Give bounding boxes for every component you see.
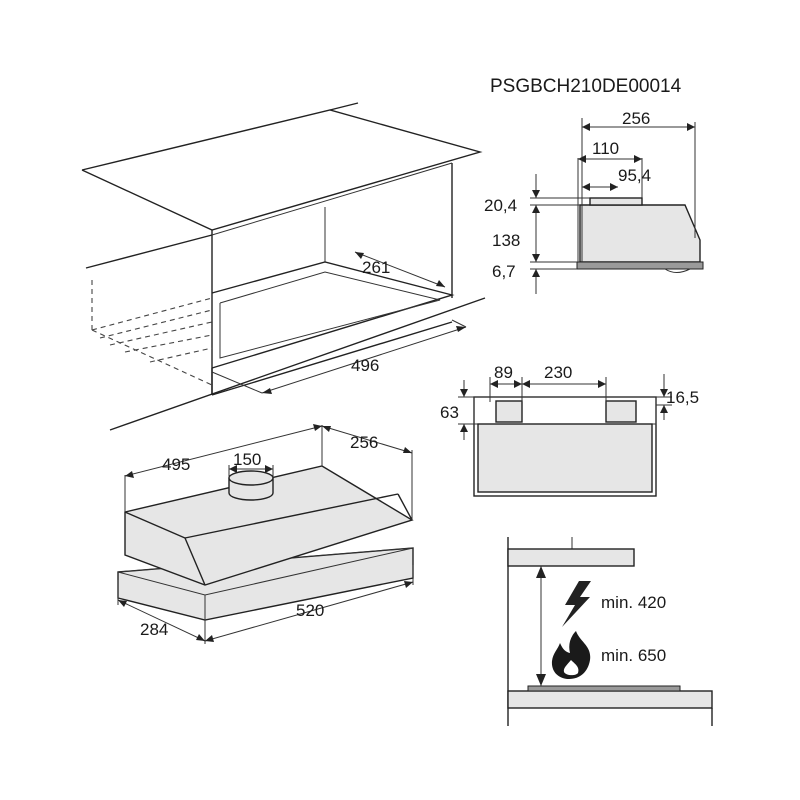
hood-panel-depth-label: 284 bbox=[140, 620, 168, 639]
side-depth-110-label: 110 bbox=[592, 139, 619, 158]
electric-clearance-label: min. 420 bbox=[601, 593, 666, 612]
front-view-drawing bbox=[458, 374, 672, 497]
hood-isometric-drawing bbox=[117, 424, 414, 644]
cabinet-width-label: 496 bbox=[351, 356, 379, 375]
product-code: PSGBCH210DE00014 bbox=[490, 76, 682, 97]
side-outlet-offset-label: 95,4 bbox=[618, 166, 651, 185]
side-top-height-label: 20,4 bbox=[484, 196, 517, 215]
front-outlet-height-label: 63 bbox=[440, 403, 459, 422]
hood-depth-label: 256 bbox=[350, 433, 378, 452]
clearance-drawing bbox=[507, 537, 713, 726]
cabinet-drawing bbox=[81, 102, 486, 431]
side-total-depth-label: 256 bbox=[622, 109, 650, 128]
side-view-drawing bbox=[530, 118, 704, 294]
side-body-height-label: 138 bbox=[492, 231, 520, 250]
front-outlet-spacing-label: 89 bbox=[494, 363, 513, 382]
hood-panel-width-label: 520 bbox=[296, 601, 324, 620]
side-bottom-height-label: 6,7 bbox=[492, 262, 516, 281]
front-outlet-gap-label: 230 bbox=[544, 363, 572, 382]
gas-clearance-label: min. 650 bbox=[601, 646, 666, 665]
flame-icon bbox=[551, 631, 591, 679]
lightning-icon bbox=[562, 581, 591, 627]
cabinet-depth-label: 261 bbox=[362, 258, 390, 277]
hood-outlet-diameter-label: 150 bbox=[233, 450, 261, 469]
hood-width-label: 495 bbox=[162, 455, 190, 474]
front-right-height-label: 16,5 bbox=[666, 388, 699, 407]
